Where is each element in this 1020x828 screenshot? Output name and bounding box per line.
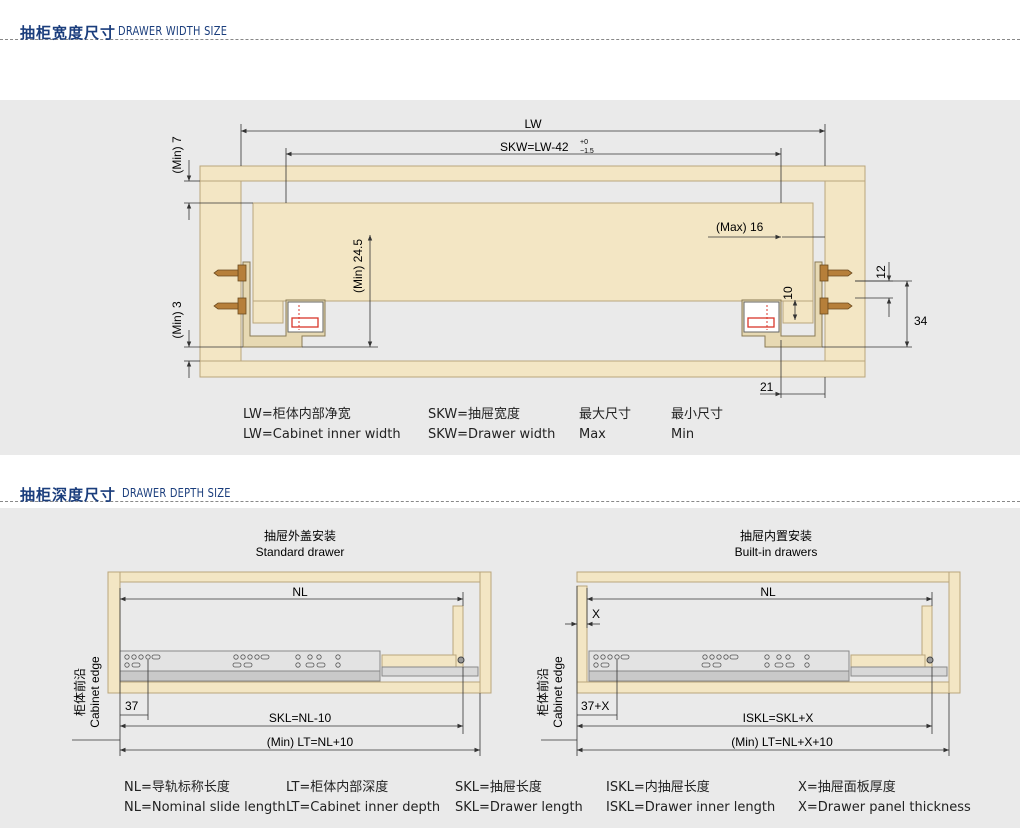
right-slide-profile bbox=[741, 261, 823, 348]
left-slide-profile bbox=[242, 261, 326, 348]
drawer-body bbox=[252, 202, 814, 302]
screw-right-bottom-icon bbox=[827, 302, 853, 310]
standard-nl-label: NL bbox=[292, 585, 308, 599]
dim-lw-label: LW bbox=[524, 117, 542, 131]
depth-diagram: 抽屉外盖安装 Standard drawer bbox=[72, 528, 961, 756]
legend-lt-en: LT=Cabinet inner depth bbox=[286, 800, 441, 815]
standard-slide-rail bbox=[119, 650, 381, 672]
standard-edge-en: Cabinet edge bbox=[88, 656, 102, 728]
dim-max16-label: (Max) 16 bbox=[716, 220, 764, 234]
depth-section-title-en: DRAWER DEPTH SIZE bbox=[122, 486, 231, 500]
builtin-37x-label: 37+X bbox=[581, 699, 609, 713]
screw-left-bottom-icon bbox=[213, 302, 239, 310]
legend-nl-cn: NL=导轨标称长度 bbox=[124, 780, 230, 795]
width-diagram-panel: LW SKW=LW-42 +0 −1.5 (Min) 7 (Min) 3 (Mi… bbox=[0, 100, 1020, 455]
legend-skl-cn: SKL=抽屉长度 bbox=[455, 780, 542, 795]
dim-min3-label: (Min) 3 bbox=[170, 301, 184, 339]
legend-lw-en: LW=Cabinet inner width bbox=[243, 427, 401, 442]
builtin-nl-label: NL bbox=[760, 585, 776, 599]
legend-skw-cn: SKW=抽屉宽度 bbox=[428, 407, 521, 422]
builtin-slide-rail bbox=[588, 650, 850, 672]
builtin-slide-base bbox=[588, 670, 850, 682]
legend-skw-en: SKW=Drawer width bbox=[428, 427, 556, 442]
standard-edge-cn: 柜体前沿 bbox=[72, 668, 87, 716]
legend-min-en: Min bbox=[671, 427, 695, 442]
dim-min7-label: (Min) 7 bbox=[170, 136, 184, 174]
cabinet bbox=[199, 165, 866, 378]
standard-slide-holes bbox=[124, 654, 341, 668]
cabinet-bottom-panel bbox=[199, 360, 866, 378]
legend-nl-en: NL=Nominal slide length bbox=[124, 800, 286, 815]
dim-min24-5-label: (Min) 24.5 bbox=[351, 239, 365, 293]
drawer-right-foot bbox=[782, 300, 814, 324]
legend-lt-cn: LT=柜体内部深度 bbox=[286, 780, 389, 795]
builtin-lt-label: (Min) LT=NL+X+10 bbox=[731, 735, 833, 749]
builtin-edge-en: Cabinet edge bbox=[551, 656, 565, 728]
legend-x-cn: X=抽屉面板厚度 bbox=[798, 780, 896, 795]
legend-x: X=抽屉面板厚度 X=Drawer panel thickness bbox=[798, 778, 971, 818]
legend-skl: SKL=抽屉长度 SKL=Drawer length bbox=[455, 778, 583, 818]
legend-nl: NL=导轨标称长度 NL=Nominal slide length bbox=[124, 778, 286, 818]
screw-head-left-bottom bbox=[237, 297, 247, 315]
builtin-title-en: Built-in drawers bbox=[735, 545, 818, 559]
legend-max-cn: 最大尺寸 bbox=[579, 407, 632, 422]
builtin-rear-hook-icon bbox=[926, 656, 934, 664]
legend-iskl: ISKL=内抽屉长度 ISKL=Drawer inner length bbox=[606, 778, 775, 818]
dim-skw-tol-lower: −1.5 bbox=[580, 148, 594, 155]
screw-head-right-top bbox=[819, 264, 829, 282]
width-diagram: LW SKW=LW-42 +0 −1.5 (Min) 7 (Min) 3 (Mi… bbox=[170, 117, 928, 398]
legend-min-cn: 最小尺寸 bbox=[671, 407, 724, 422]
built-in-drawer-diagram: 抽屉内置安装 Built-in drawers bbox=[535, 528, 961, 756]
legend-max-en: Max bbox=[579, 427, 606, 442]
legend-skw: SKW=抽屉宽度 SKW=Drawer width bbox=[428, 405, 555, 445]
screw-head-right-bottom bbox=[819, 297, 829, 315]
cabinet-top-panel bbox=[199, 165, 866, 182]
legend-skl-en: SKL=Drawer length bbox=[455, 800, 583, 815]
legend-lw-cn: LW=柜体内部净宽 bbox=[243, 407, 351, 422]
builtin-title-cn: 抽屉内置安装 bbox=[740, 528, 812, 543]
screw-left-top-icon bbox=[213, 269, 239, 277]
dim-34-label: 34 bbox=[914, 314, 928, 328]
dim-skw-tol-upper: +0 bbox=[580, 139, 588, 146]
standard-title-cn: 抽屉外盖安装 bbox=[264, 528, 336, 543]
builtin-iskl-label: ISKL=SKL+X bbox=[743, 711, 814, 725]
legend-x-en: X=Drawer panel thickness bbox=[798, 800, 971, 815]
dim-skw-label: SKW=LW-42 bbox=[500, 140, 569, 154]
standard-slide-base bbox=[119, 670, 381, 682]
depth-section-title-cn: 抽柜深度尺寸 bbox=[20, 486, 117, 504]
standard-rear-hook-icon bbox=[457, 656, 465, 664]
dim-10-label: 10 bbox=[781, 286, 795, 300]
builtin-edge-cn: 柜体前沿 bbox=[535, 668, 550, 716]
width-section-header: 抽柜宽度尺寸 DRAWER WIDTH SIZE bbox=[0, 10, 1020, 42]
standard-lt-label: (Min) LT=NL+10 bbox=[267, 735, 354, 749]
standard-title-en: Standard drawer bbox=[256, 545, 345, 559]
depth-diagram-panel: 抽屉外盖安装 Standard drawer bbox=[0, 508, 1020, 828]
width-section-title-cn: 抽柜宽度尺寸 bbox=[20, 24, 117, 42]
standard-skl-label: SKL=NL-10 bbox=[269, 711, 332, 725]
standard-37-label: 37 bbox=[125, 699, 139, 713]
screw-right-top-icon bbox=[827, 269, 853, 277]
drawer-left-foot bbox=[252, 300, 284, 324]
legend-lw: LW=柜体内部净宽 LW=Cabinet inner width bbox=[243, 405, 401, 445]
width-section-title-en: DRAWER WIDTH SIZE bbox=[118, 24, 228, 38]
dim-21-label: 21 bbox=[760, 380, 774, 394]
builtin-x-label: X bbox=[592, 607, 600, 621]
screw-head-left-top bbox=[237, 264, 247, 282]
legend-iskl-cn: ISKL=内抽屉长度 bbox=[606, 780, 710, 795]
legend-max: 最大尺寸 Max bbox=[579, 405, 631, 445]
screws bbox=[213, 264, 853, 315]
standard-drawer-diagram: 抽屉外盖安装 Standard drawer bbox=[72, 528, 492, 756]
dim-12-label: 12 bbox=[874, 265, 888, 279]
legend-min: 最小尺寸 Min bbox=[671, 405, 723, 445]
depth-section-header: 抽柜深度尺寸 DRAWER DEPTH SIZE bbox=[0, 472, 1020, 504]
legend-lt: LT=柜体内部深度 LT=Cabinet inner depth bbox=[286, 778, 440, 818]
builtin-slide-holes bbox=[593, 654, 810, 668]
legend-iskl-en: ISKL=Drawer inner length bbox=[606, 800, 776, 815]
